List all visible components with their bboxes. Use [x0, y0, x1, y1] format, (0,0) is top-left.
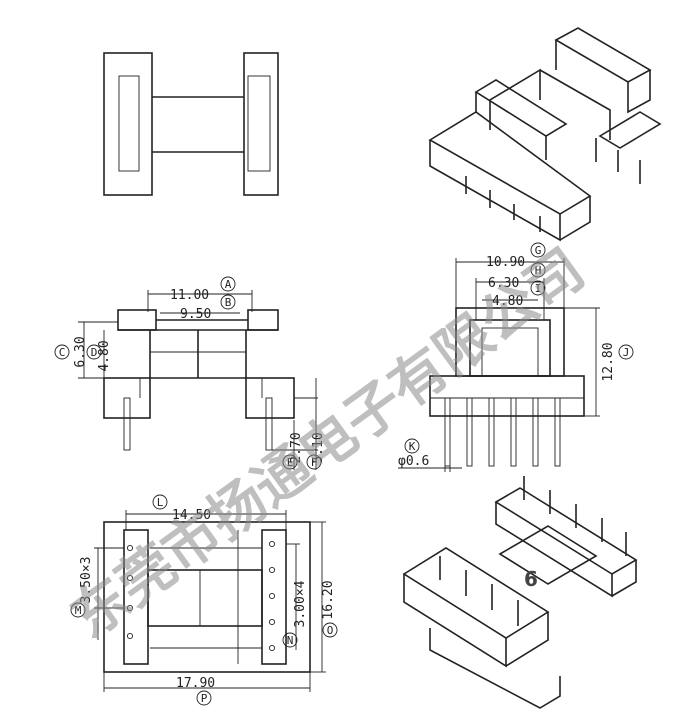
marker-circle-f: [306, 454, 322, 470]
marker-label-p: P: [201, 692, 208, 705]
marker-circle-o: [322, 622, 338, 638]
dim-d-value: 4.80: [97, 340, 112, 371]
dim-p-value: 17.90: [176, 676, 215, 691]
dim-f-value: 5.10: [311, 432, 326, 463]
front-view: [78, 290, 318, 470]
marker-label-c: C: [59, 346, 66, 359]
marker-circle-d: [86, 344, 102, 360]
isometric-view-top: [428, 27, 662, 242]
marker-label-n: N: [287, 634, 294, 647]
marker-label-e: E: [287, 456, 294, 469]
top-view: [103, 52, 279, 196]
dim-i-value: 4.80: [492, 294, 523, 309]
dim-b-value: 9.50: [180, 307, 211, 322]
marker-circle-p: [196, 690, 212, 706]
marker-circle-j: [618, 344, 634, 360]
marker-label-d: D: [91, 346, 98, 359]
bottom-view: [94, 510, 326, 692]
marker-circle-h: [530, 262, 546, 278]
dim-o-value: 16.20: [321, 580, 336, 619]
marker-label-f: F: [311, 456, 318, 469]
marker-label-i: I: [535, 282, 542, 295]
marker-label-a: A: [225, 278, 232, 291]
dim-k-value: φ0.6: [398, 454, 429, 469]
marker-label-g: G: [535, 244, 542, 257]
marker-label-h: H: [535, 264, 542, 277]
marker-circle-i: [530, 280, 546, 296]
dim-l-value: 14.50: [172, 508, 211, 523]
marker-circle-n: [282, 632, 298, 648]
dim-n-value: 3.00×4: [293, 580, 308, 627]
dim-g-value: 10.90: [486, 255, 525, 270]
model-label: 6: [524, 567, 538, 591]
marker-circle-b: [220, 294, 236, 310]
marker-label-k: K: [409, 440, 416, 453]
isometric-view-bottom: [402, 476, 638, 709]
marker-circle-l: [152, 494, 168, 510]
dim-h-value: 6.30: [488, 276, 519, 291]
dim-c-value: 6.30: [73, 336, 88, 367]
marker-label-l: L: [157, 496, 164, 509]
reference-markers: AB C D E F GHI J K L M N O P: [54, 242, 634, 706]
dim-a-value: 11.00: [170, 288, 209, 303]
dim-m-value: 3.50×3: [79, 557, 94, 604]
marker-circle-e: [282, 454, 298, 470]
marker-circle-k: [404, 438, 420, 454]
marker-circle-a: [220, 276, 236, 292]
dim-j-value: 12.80: [601, 342, 616, 381]
marker-circle-m: [70, 602, 86, 618]
marker-label-o: O: [327, 624, 334, 637]
marker-label-m: M: [75, 604, 82, 617]
side-view: [398, 258, 600, 472]
marker-circle-g: [530, 242, 546, 258]
marker-label-b: B: [225, 296, 232, 309]
marker-circle-c: [54, 344, 70, 360]
marker-label-j: J: [623, 346, 630, 359]
